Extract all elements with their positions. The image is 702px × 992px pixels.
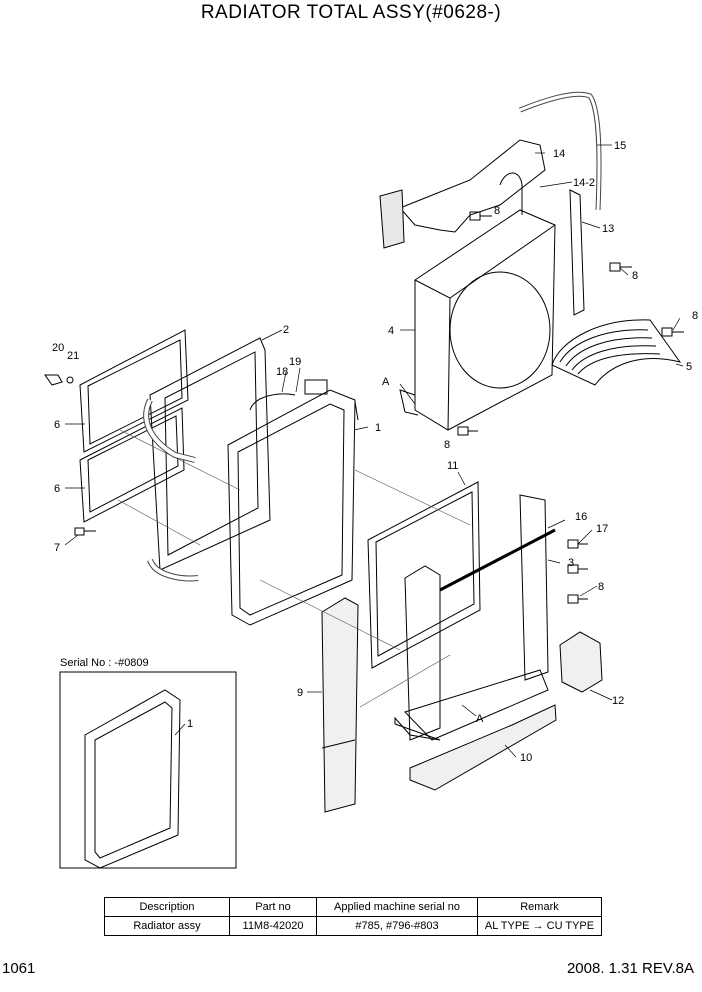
callout-6a: 6	[54, 419, 60, 431]
callout-9: 9	[297, 687, 303, 699]
callout-18: 18	[276, 366, 288, 378]
page-number: 1061	[2, 960, 36, 977]
cell-remark: AL TYPE → CU TYPE	[477, 916, 602, 936]
callout-6b: 6	[54, 483, 60, 495]
callout-19: 19	[289, 356, 301, 368]
callout-8c: 8	[692, 310, 698, 322]
callout-5: 5	[686, 361, 692, 373]
callout-10: 10	[520, 752, 532, 764]
callout-1: 1	[375, 422, 381, 434]
callout-8a: 8	[494, 205, 500, 217]
callout-13: 13	[602, 223, 614, 235]
callout-14: 14	[553, 148, 565, 160]
inset-box	[59, 671, 237, 869]
callout-20: 20	[52, 342, 64, 354]
callout-8b: 8	[632, 270, 638, 282]
callout-15: 15	[614, 140, 626, 152]
col-header-remark: Remark	[477, 897, 602, 917]
callout-14-2: 14-2	[573, 177, 595, 189]
col-header-part-no: Part no	[229, 897, 317, 917]
date-revision: 2008. 1.31 REV.8A	[566, 960, 694, 977]
callout-4: 4	[388, 325, 394, 337]
inset-callout-1: 1	[187, 718, 193, 730]
callout-21: 21	[67, 350, 79, 362]
side-screen-upper	[79, 329, 189, 453]
support-bracket-assy	[394, 494, 556, 741]
side-bracket	[569, 189, 585, 316]
table-header-row: Description Part no Applied machine seri…	[104, 897, 602, 917]
bolt-icon	[457, 211, 684, 604]
radiator-core	[227, 379, 359, 626]
callout-8e: 8	[598, 581, 604, 593]
fan-shroud	[399, 209, 556, 431]
callout-a-top: A	[382, 376, 390, 388]
inset-radiator	[84, 689, 181, 869]
col-header-serial: Applied machine serial no	[316, 897, 478, 917]
callout-a-bottom: A	[476, 713, 484, 725]
table-row: Radiator assy 11M8-42020 #785, #796-#803…	[104, 916, 602, 936]
callout-12: 12	[612, 695, 624, 707]
upper-shroud-plate	[399, 139, 546, 233]
front-screen	[367, 481, 481, 669]
foam-block	[321, 597, 359, 813]
cell-description: Radiator assy	[104, 916, 230, 936]
col-header-description: Description	[104, 897, 230, 917]
cell-part-no: 11M8-42020	[229, 916, 317, 936]
fan-guard	[551, 319, 682, 386]
side-screen-lower	[79, 407, 185, 523]
callout-2: 2	[283, 324, 289, 336]
inset-serial-label: Serial No : -#0809	[60, 657, 149, 669]
page-title: RADIATOR TOTAL ASSY(#0628-)	[200, 2, 502, 23]
callout-8d: 8	[444, 439, 450, 451]
radiator-frame	[143, 337, 271, 582]
foam-pad	[409, 704, 557, 791]
foam-cube	[559, 631, 603, 693]
callout-16: 16	[575, 511, 587, 523]
callout-11: 11	[447, 460, 458, 472]
cell-serial: #785, #796-#803	[316, 916, 478, 936]
callout-7: 7	[54, 542, 60, 554]
callout-17: 17	[596, 523, 608, 535]
callout-3: 3	[568, 557, 574, 569]
parts-table: Description Part no Applied machine seri…	[104, 897, 602, 936]
